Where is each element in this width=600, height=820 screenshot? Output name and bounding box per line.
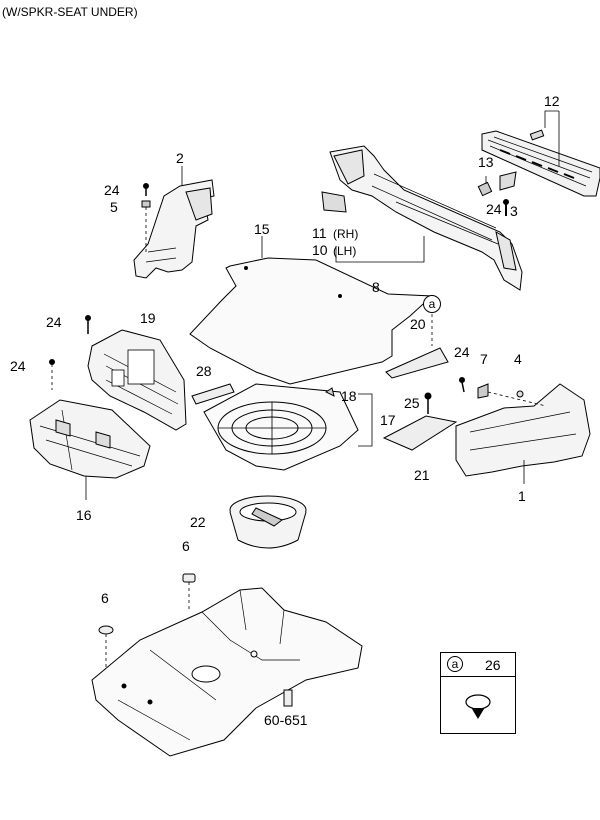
part-28-strip — [191, 383, 235, 405]
part-25-bolt — [424, 392, 432, 414]
callout-24: 24 — [486, 201, 502, 217]
part-21-bracket — [382, 415, 458, 451]
part-10-11-bracket — [321, 191, 347, 213]
part-17-cover — [203, 383, 359, 471]
legend-marker: a — [447, 656, 463, 672]
clip-12 — [529, 129, 545, 141]
callout-1: 1 — [518, 488, 526, 504]
part-24-5-screw-left — [141, 183, 151, 252]
part-2-panel — [133, 179, 215, 279]
leader-12 — [544, 110, 560, 166]
callout-16: 16 — [76, 507, 92, 523]
ref-marker-a: a — [423, 295, 441, 313]
part-15-mat — [189, 257, 434, 385]
callout-10: 10 — [312, 242, 328, 258]
part-24-screw-right — [503, 199, 509, 216]
part-1-trim — [455, 383, 591, 477]
part-6-plug-left — [98, 625, 114, 672]
callout-3: 3 — [510, 203, 518, 219]
callout-10-side: (LH) — [333, 244, 357, 258]
callout-22: 22 — [190, 514, 206, 530]
part-18-clip — [325, 387, 335, 397]
callout-7: 7 — [480, 351, 488, 367]
diagram-note: (W/SPKR-SEAT UNDER) — [2, 5, 138, 19]
callout-24: 24 — [46, 314, 62, 330]
callout-12: 12 — [544, 93, 560, 109]
part-26-clip-icon — [465, 694, 491, 719]
legend-box: a 26 — [440, 652, 516, 734]
callout-18: 18 — [341, 388, 357, 404]
floor-pan — [91, 587, 363, 757]
legend-header: a 26 — [441, 653, 515, 677]
part-13 — [477, 176, 493, 197]
callout-19: 19 — [140, 310, 156, 326]
callout-4: 4 — [514, 351, 522, 367]
part-22-tray — [229, 495, 307, 549]
part-3-clip — [499, 171, 517, 191]
callout-6: 6 — [101, 590, 109, 606]
callout-24: 24 — [10, 358, 26, 374]
callout-21: 21 — [414, 467, 430, 483]
callout-6: 6 — [182, 538, 190, 554]
callout-20: 20 — [410, 316, 426, 332]
callout-13: 13 — [478, 154, 494, 170]
callout-5: 5 — [110, 199, 118, 215]
part-24-screw-16 — [49, 359, 55, 390]
parts-7-4-24 — [459, 377, 547, 407]
callout-11: 11 — [312, 225, 327, 241]
leader-8 — [335, 236, 425, 263]
bracket-17 — [358, 393, 373, 447]
callout-25: 25 — [404, 395, 420, 411]
callout-28: 28 — [196, 363, 212, 379]
callout-15: 15 — [254, 221, 270, 237]
part-6-plug-top — [182, 573, 196, 612]
fig-60-651-ref — [283, 689, 293, 707]
callout-17: 17 — [380, 412, 396, 428]
callout-24: 24 — [454, 344, 470, 360]
part-12-trim — [481, 130, 600, 197]
part-20-plate — [385, 347, 449, 379]
callout-11-side: (RH) — [333, 227, 359, 241]
part-16-assy — [29, 399, 151, 479]
part-24-screw-tray — [85, 315, 91, 334]
callout-24: 24 — [104, 182, 120, 198]
callout-2: 2 — [176, 150, 184, 166]
part-8-panel — [329, 145, 523, 291]
callout-8: 8 — [372, 279, 380, 295]
part-19-tray — [87, 329, 187, 431]
legend-part-number: 26 — [485, 657, 501, 673]
callout-60-651: 60-651 — [264, 712, 308, 728]
